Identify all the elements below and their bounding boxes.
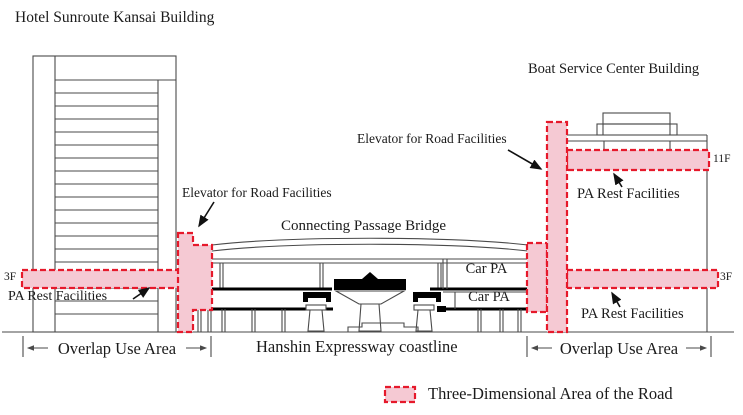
expressway-girder-side-left [303,292,331,302]
legend-swatch [383,385,417,404]
boat-service-building-outline [567,112,708,332]
overlap-use-area-right-label: Overlap Use Area [559,339,679,358]
legend-label: Three-Dimensional Area of the Road [428,384,673,403]
dimension-overlap-left [22,336,212,357]
pa-rest-11f-area [565,148,711,172]
expressway-structure [197,258,530,332]
elevator-left-area [176,231,214,334]
arrow-elevator-right [507,149,543,170]
arrow-elevator-left [198,201,215,228]
pa-rest-right-lower-label: PA Rest Facilities [581,306,684,322]
pa-rest-left-label: PA Rest Facilities [8,289,108,304]
floor-3f-left-label: 3F [4,271,17,283]
elevator-left-label: Elevator for Road Facilities [182,185,332,200]
arrow-pa-rest-right-lower [611,291,622,308]
boat-service-building-title: Boat Service Center Building [528,61,700,77]
pa-rest-right-upper-label: PA Rest Facilities [577,186,680,202]
connecting-passage-bridge [211,237,529,252]
elevator-right-area [545,120,569,334]
hotel-building-title: Hotel Sunroute Kansai Building [15,9,215,26]
pa-rest-3f-left-area [20,268,181,290]
expressway-piers [305,290,435,332]
bridge-label: Connecting Passage Bridge [281,218,446,234]
floor-11f-label: 11F [713,153,731,165]
dimension-overlap-right [526,336,712,357]
pa-rest-3f-right-area [565,268,720,290]
car-pa-upper-label: Car PA [465,261,508,277]
floor-3f-right-label: 3F [720,271,733,283]
arrow-pa-rest-left [132,287,151,300]
expressway-label: Hanshin Expressway coastline [256,337,458,356]
car-pa-lower-label: Car PA [468,289,510,305]
overlap-use-area-left-label: Overlap Use Area [57,339,177,358]
elevator-right-label: Elevator for Road Facilities [357,131,507,146]
expressway-girder-side-right [413,292,441,302]
expressway-girder-main [334,272,406,290]
elevator-right-annex-area [525,241,549,314]
arrow-pa-rest-right-upper [613,172,624,188]
annotation-arrows [132,149,624,308]
